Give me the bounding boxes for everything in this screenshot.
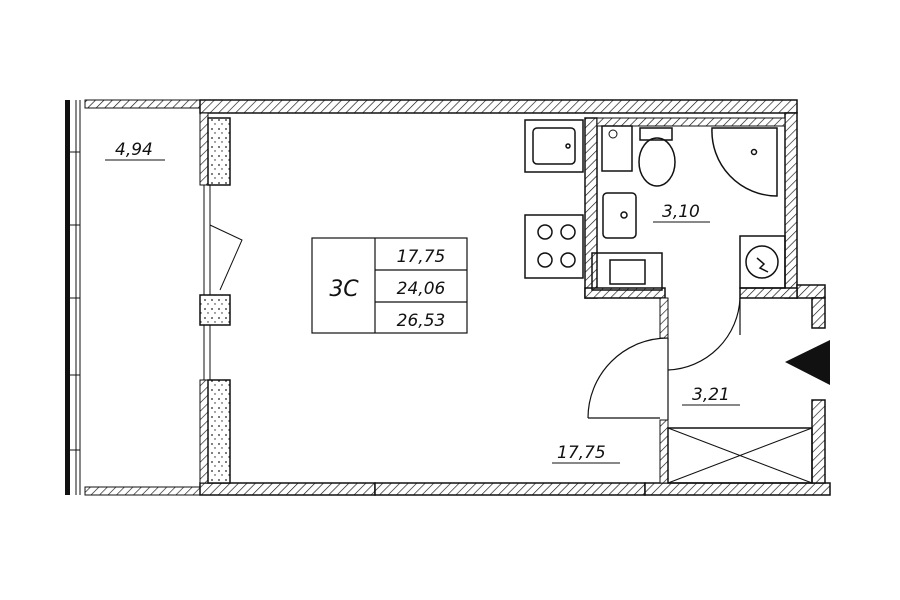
unit-type: 3С: [329, 277, 359, 302]
living-area: 17,75: [397, 247, 446, 267]
stove: [524, 214, 584, 279]
main-room-label: 17,75: [552, 443, 620, 464]
bathroom-fixtures: [591, 125, 786, 291]
kitchen-sink: [524, 119, 584, 173]
main-room-area: 17,75: [557, 443, 606, 463]
bathroom-area: 3,10: [662, 202, 700, 222]
entrance-arrow-icon: [785, 340, 830, 385]
hallway-area: 3,21: [692, 385, 730, 405]
balcony-area: 4,94: [115, 140, 153, 160]
walls: [199, 99, 831, 496]
doors: [587, 297, 741, 420]
wardrobe: [667, 427, 813, 484]
balcony: [65, 99, 201, 496]
total-area-with-balcony: 26,53: [397, 311, 446, 331]
windows: [203, 185, 243, 380]
balcony-label: 4,94: [105, 140, 165, 161]
apartment-info-table: [311, 237, 468, 334]
hallway-label: 3,21: [682, 385, 740, 406]
total-area: 24,06: [397, 279, 446, 299]
